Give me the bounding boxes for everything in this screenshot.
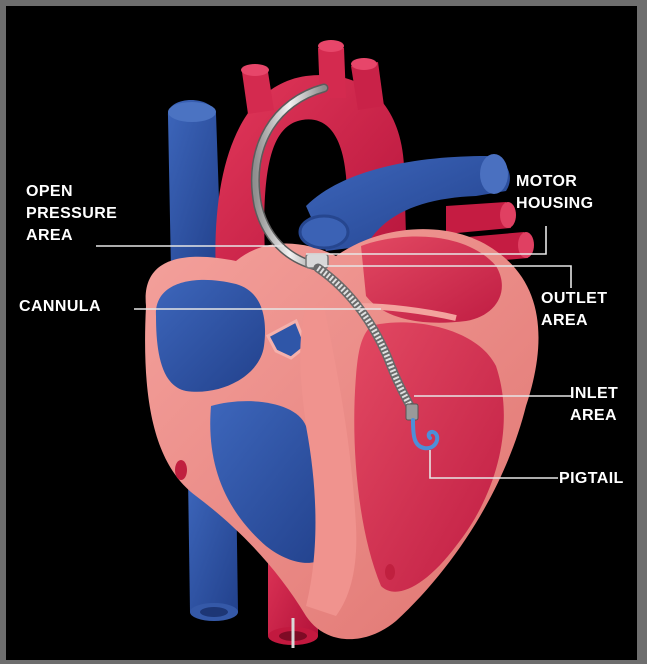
left-ventricle (354, 322, 504, 591)
inlet-part (406, 404, 418, 420)
label-line: PRESSURE (26, 203, 117, 225)
label-line: OUTLET (541, 288, 607, 310)
label-pigtail: PIGTAIL (559, 468, 624, 490)
label-cannula: CANNULA (19, 296, 101, 318)
label-line: AREA (26, 225, 117, 247)
label-line: AREA (570, 405, 618, 427)
aortic-valve-ring (300, 216, 348, 248)
label-motor-housing: MOTOR HOUSING (516, 171, 593, 215)
label-line: MOTOR (516, 171, 593, 193)
label-inlet-area: INLET AREA (570, 383, 618, 427)
label-line: PIGTAIL (559, 468, 624, 490)
label-line: AREA (541, 310, 607, 332)
label-outlet-area: OUTLET AREA (541, 288, 607, 332)
label-line: OPEN (26, 181, 117, 203)
label-line: HOUSING (516, 193, 593, 215)
label-line: CANNULA (19, 296, 101, 318)
heart-illustration (6, 6, 647, 664)
label-open-pressure-area: OPEN PRESSURE AREA (26, 181, 117, 247)
label-line: INLET (570, 383, 618, 405)
